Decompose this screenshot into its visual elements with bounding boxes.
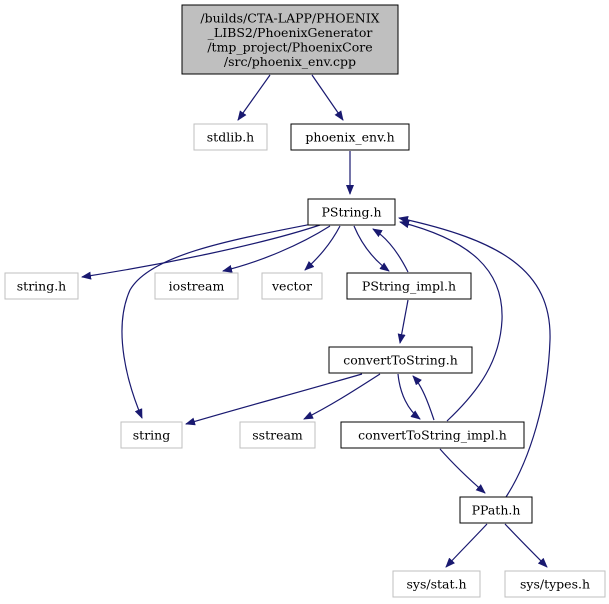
node-box <box>307 198 396 226</box>
node-stdlib-h: stdlib.h <box>193 123 268 151</box>
node-box <box>328 346 473 374</box>
node-convertToString-impl-h[interactable]: convertToString_impl.h <box>340 421 525 449</box>
node-box <box>261 272 323 300</box>
node-label: convertToString.h <box>343 353 458 368</box>
node-vector: vector <box>261 272 323 300</box>
node-label: sstream <box>252 428 303 443</box>
edge-PString_h-to-PString_impl_h <box>353 225 390 272</box>
node-label: sys/types.h <box>520 577 590 592</box>
node-iostream: iostream <box>154 272 239 300</box>
node-label: string <box>133 428 170 443</box>
nodes: /builds/CTA-LAPP/PHOENIX_LIBS2/PhoenixGe… <box>4 4 606 598</box>
node-root: /builds/CTA-LAPP/PHOENIX_LIBS2/PhoenixGe… <box>181 4 399 75</box>
node-label: stdlib.h <box>207 130 254 145</box>
edge-root-to-phoenix_env_h <box>311 74 344 121</box>
edge-PPath_h-to-sys_types_h <box>504 523 548 568</box>
edge-PString_h-to-vector <box>304 225 341 271</box>
node-sys-stat-h: sys/stat.h <box>392 570 481 598</box>
node-label: sys/stat.h <box>406 577 466 592</box>
node-PPath-h[interactable]: PPath.h <box>459 496 533 524</box>
node-PString-h[interactable]: PString.h <box>307 198 396 226</box>
node-label: PString_impl.h <box>362 279 456 294</box>
node-box <box>340 421 525 449</box>
node-label: convertToString_impl.h <box>358 428 507 443</box>
node-label: _LIBS2/PhoenixGenerator <box>208 25 373 40</box>
node-label: phoenix_env.h <box>305 130 394 145</box>
node-label: PPath.h <box>472 503 521 518</box>
edge-PString_h-to-iostream <box>222 225 331 273</box>
node-sstream: sstream <box>239 421 316 449</box>
edges <box>81 74 551 568</box>
node-label: string.h <box>17 279 67 294</box>
node-string: string <box>120 421 183 449</box>
node-box <box>181 4 399 75</box>
node-box <box>346 272 472 300</box>
edge-convertToString_h-to-string <box>185 373 363 426</box>
node-string-h: string.h <box>4 272 79 300</box>
node-box <box>504 570 606 598</box>
edge-PString_h-to-string <box>121 223 313 419</box>
edge-convertToString_impl_h-to-PString_h <box>399 220 503 422</box>
node-label: /tmp_project/PhoenixCore <box>207 39 372 54</box>
node-box <box>392 570 481 598</box>
node-box <box>239 421 316 449</box>
node-phoenix-env-h[interactable]: phoenix_env.h <box>290 123 410 151</box>
node-sys-types-h: sys/types.h <box>504 570 606 598</box>
node-box <box>193 123 268 151</box>
node-label: /builds/CTA-LAPP/PHOENIX <box>200 10 379 25</box>
edge-convertToString_impl_h-to-convertToString_h <box>412 375 435 421</box>
node-label: /src/phoenix_env.cpp <box>224 54 356 69</box>
edge-PString_h-to-string_h <box>81 224 321 280</box>
node-box <box>459 496 533 524</box>
edge-PPath_h-to-sys_stat_h <box>445 523 488 568</box>
edge-PPath_h-to-PString_h <box>398 216 551 498</box>
node-box <box>4 272 79 300</box>
edge-convertToString_h-to-sstream <box>303 373 381 420</box>
node-box <box>120 421 183 449</box>
edge-PString_impl_h-to-convertToString_h <box>397 299 409 344</box>
node-box <box>154 272 239 300</box>
edge-convertToString_h-to-convertToString_impl_h <box>397 373 421 420</box>
edge-root-to-stdlib_h <box>237 74 271 121</box>
edge-convertToString_impl_h-to-PPath_h <box>439 448 486 494</box>
node-convertToString-h[interactable]: convertToString.h <box>328 346 473 374</box>
edge-PString_impl_h-to-PString_h <box>372 228 409 273</box>
node-box <box>290 123 410 151</box>
node-label: vector <box>271 279 312 294</box>
node-PString-impl-h[interactable]: PString_impl.h <box>346 272 472 300</box>
node-label: iostream <box>169 279 225 294</box>
node-label: PString.h <box>321 205 381 220</box>
